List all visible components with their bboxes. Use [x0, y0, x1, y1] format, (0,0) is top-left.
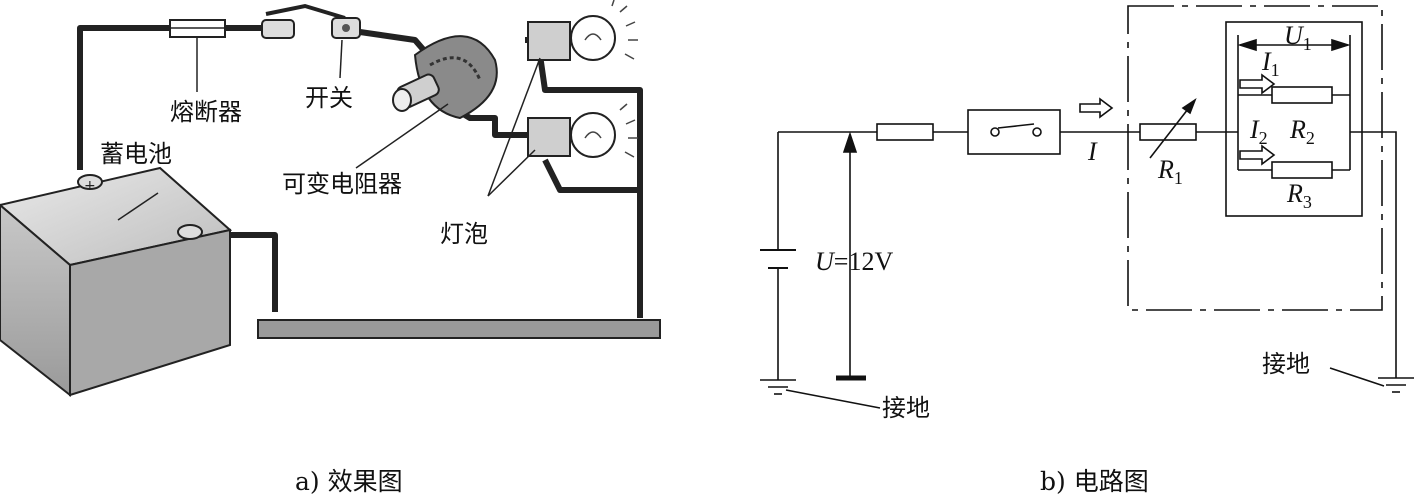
battery-label: 蓄电池: [100, 140, 172, 168]
svg-text:U1: U1: [1284, 21, 1312, 54]
switch: [261, 3, 361, 79]
u1-dimension: [1237, 35, 1351, 95]
r1-rheostat: [1139, 97, 1197, 159]
u1-sub: 1: [1303, 34, 1312, 54]
ground-bar: [257, 319, 661, 339]
r2-resistor: [1271, 86, 1333, 104]
rheostat-label: 可变电阻器: [282, 170, 402, 198]
rheostat: [355, 35, 498, 169]
load-enclosure: [1127, 5, 1383, 311]
caption-a: a) 效果图: [295, 467, 403, 496]
r3-label: R: [1286, 179, 1303, 208]
i2-sub: 2: [1259, 128, 1268, 148]
svg-text:+: +: [84, 178, 96, 194]
svg-text:U=12V: U=12V: [815, 247, 893, 276]
bulbs-label: 灯泡: [440, 220, 488, 248]
bulb-top: [527, 0, 638, 61]
r1-sub: 1: [1174, 168, 1183, 188]
bulb-leaders: [487, 57, 541, 197]
circuit-diagram: [760, 5, 1414, 409]
svg-text:I2: I2: [1249, 115, 1268, 148]
fuse: [169, 19, 226, 92]
ground-left-label: 接地: [882, 394, 930, 422]
svg-text:R2: R2: [1289, 115, 1315, 148]
i1-label: I: [1261, 47, 1272, 76]
r3-sub: 3: [1303, 192, 1312, 212]
i1-arrow: [1239, 73, 1276, 95]
voltage-arrow: [836, 131, 866, 381]
r3-resistor: [1271, 161, 1333, 179]
i2-arrow: [1239, 144, 1276, 166]
r1-label: R: [1157, 155, 1174, 184]
svg-text:R3: R3: [1286, 179, 1312, 212]
svg-text:R1: R1: [1157, 155, 1183, 188]
switch-label: 开关: [305, 84, 353, 112]
voltage-value: =12V: [834, 247, 894, 276]
u1-label: U: [1284, 21, 1305, 50]
r2-sub: 2: [1306, 128, 1315, 148]
i2-label: I: [1249, 115, 1260, 144]
pictorial-view: + 熔断器 开关 蓄电池 可变电阻器 灯泡 a) 效果图: [0, 0, 661, 496]
parallel-enclosure: [1225, 21, 1363, 217]
return-wire: [1350, 131, 1397, 378]
voltage-symbol: U: [815, 247, 836, 276]
bulb-bottom: [527, 103, 638, 158]
current-label: I: [1087, 137, 1098, 166]
svg-text:I1: I1: [1261, 47, 1280, 80]
ground-symbol-right: [1378, 377, 1414, 393]
ground-symbol-left: [760, 379, 796, 395]
current-arrow: [1079, 97, 1114, 119]
ground-leader-left: [785, 389, 881, 409]
caption-b: b) 电路图: [1040, 467, 1149, 496]
battery: +: [0, 166, 233, 398]
switch-symbol: [967, 109, 1061, 155]
ground-right-label: 接地: [1262, 350, 1310, 378]
r2-label: R: [1289, 115, 1306, 144]
ground-leader-right: [1329, 367, 1385, 387]
circuit-labels: U=12V I R1 U1 I1 I2 R2 R3 接地 接地 b) 电路图: [815, 21, 1315, 496]
fuse-label: 熔断器: [170, 98, 242, 126]
i1-sub: 1: [1271, 60, 1280, 80]
fuse-symbol: [876, 123, 934, 141]
